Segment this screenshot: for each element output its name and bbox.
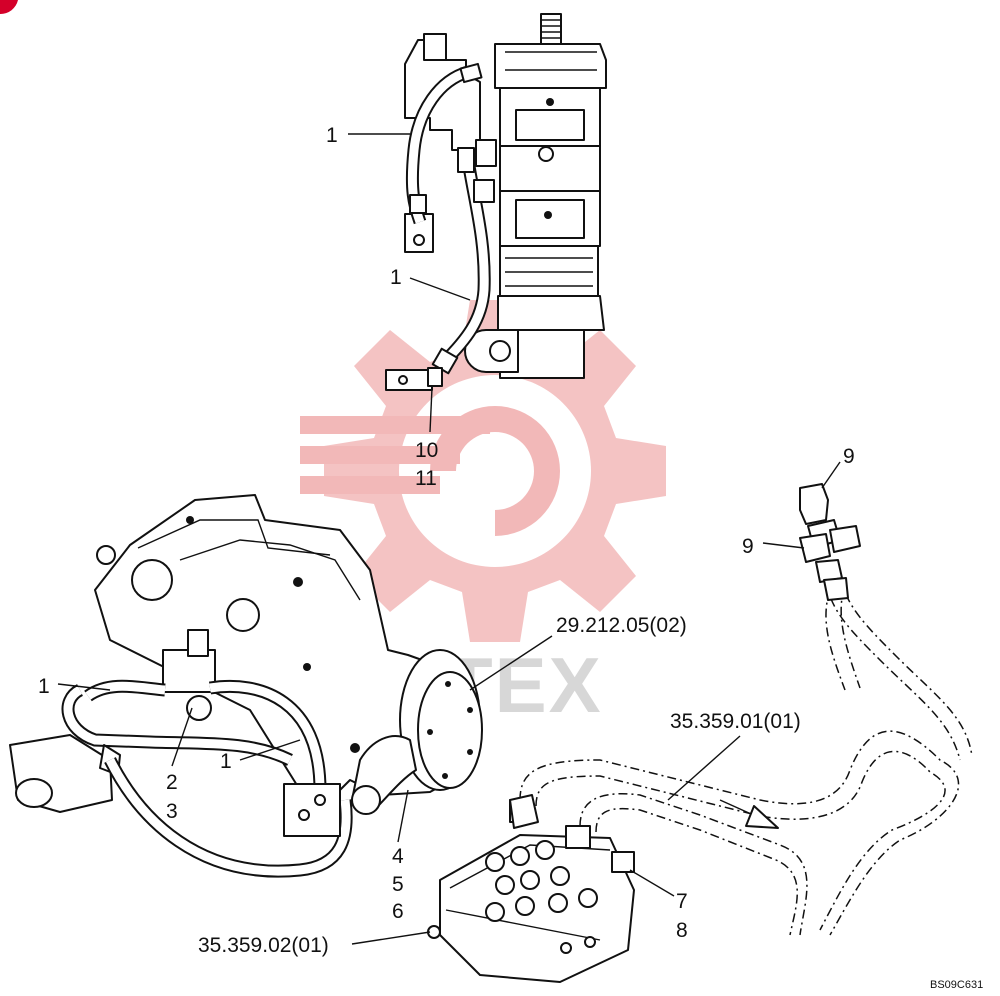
callout-9-a: 9 [843,445,855,468]
callout-11: 11 [415,467,437,490]
ref-pump: 29.212.05(02) [556,614,687,637]
callout-1-left: 1 [38,675,50,698]
watermark-gear-inner [300,375,591,567]
callout-10: 10 [415,439,438,462]
callout-2: 2 [166,771,178,794]
callout-4: 4 [392,845,404,868]
callout-6: 6 [392,900,404,923]
callout-9-b: 9 [742,535,754,558]
lower-pump-assembly [9,494,483,878]
callout-7: 7 [676,890,688,913]
control-valve [427,799,635,983]
dashed-hoses [509,483,973,936]
top-pump-assembly [385,13,607,391]
callout-8: 8 [676,919,688,942]
callout-1-mid: 1 [390,266,402,289]
callout-3: 3 [166,800,178,823]
corner-badge [0,0,18,15]
callout-1-lower: 1 [220,750,232,773]
leader-lines [57,133,841,945]
drawing-code: BS09C631 [930,979,983,991]
ref-valve: 35.359.02(01) [198,934,329,957]
ref-hose: 35.359.01(01) [670,710,801,733]
callout-5: 5 [392,873,404,896]
callout-1-top: 1 [326,124,338,147]
